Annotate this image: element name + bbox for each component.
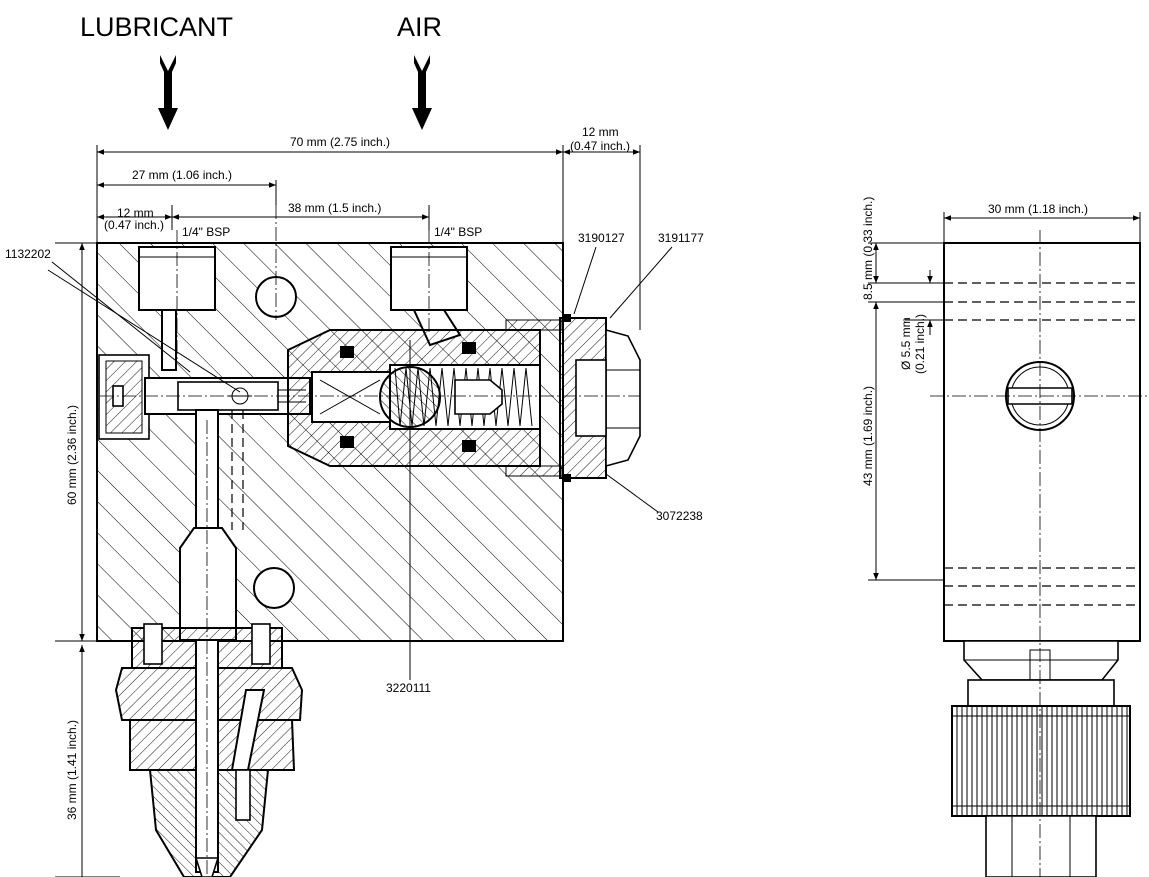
side-height-dim: 43 mm (1.69 inch.): [861, 386, 875, 486]
right-offset-dim-mm: 12 mm: [582, 125, 619, 139]
left-offset-dim-in: (0.47 inch.): [104, 218, 164, 232]
air-port-thread: 1/4" BSP: [434, 225, 482, 239]
side-view: 30 mm (1.18 inch.) 8.5 mm (0.33 inch.) Ø…: [861, 197, 1149, 877]
air-inlet: AIR: [397, 12, 442, 130]
front-section-view: 70 mm (2.75 inch.) 12 mm (0.47 inch.) 27…: [5, 125, 704, 877]
port-spacing-dim: 38 mm (1.5 inch.): [288, 201, 381, 215]
air-label: AIR: [397, 12, 442, 42]
lubricant-inlet: LUBRICANT: [80, 12, 233, 130]
side-width-dim: 30 mm (1.18 inch.): [988, 202, 1088, 216]
knurled-nut: [951, 705, 1131, 817]
air-arrow-icon: [412, 55, 432, 130]
lubricant-label: LUBRICANT: [80, 12, 233, 42]
part-number-body-nut: 3072238: [656, 509, 703, 523]
side-bore-dim-in: (0.21 inch.): [913, 314, 927, 374]
part-number-cap-nut: 3191177: [658, 231, 704, 245]
fitting-height-dim: 36 mm (1.41 inch.): [65, 720, 79, 820]
side-top-offset-dim: 8.5 mm (0.33 inch.): [861, 197, 875, 300]
part-number-seal-ring: 3190127: [578, 231, 625, 245]
left-offset-dim-mm: 12 mm: [117, 206, 154, 220]
part-number-screw-plug: 1132202: [5, 247, 51, 261]
overall-length-dim: 70 mm (2.75 inch.): [290, 135, 390, 149]
lubricant-arrow-icon: [158, 55, 178, 130]
outlet-fitting: [114, 623, 304, 877]
first-port-dim: 27 mm (1.06 inch.): [132, 168, 232, 182]
right-offset-dim-in: (0.47 inch.): [570, 139, 630, 153]
lubricant-port-thread: 1/4" BSP: [182, 225, 230, 239]
side-body: [943, 242, 1141, 642]
height-dim: 60 mm (2.36 inch.): [65, 405, 79, 505]
side-bore-dim-mm: Ø 5.5 mm: [899, 317, 913, 370]
cross-hole-lower: [253, 567, 295, 609]
part-number-ball-valve: 3220111: [386, 681, 431, 695]
